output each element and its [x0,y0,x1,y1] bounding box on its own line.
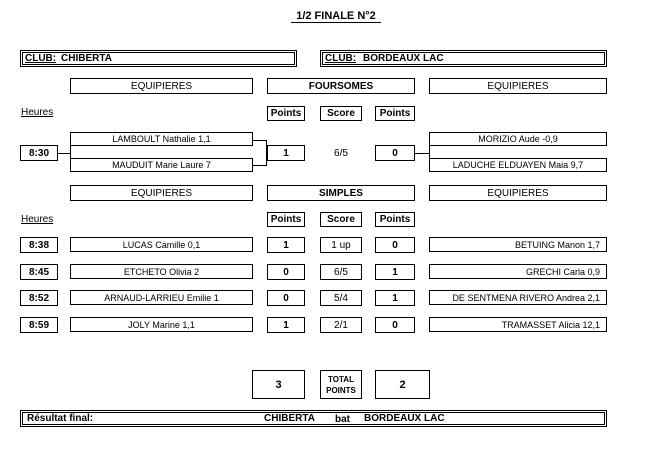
club-left-box: CLUB: CHIBERTA [20,50,297,67]
score-label-simples: Score [320,212,362,227]
simple-score: 5/4 [320,290,362,306]
simple-left-points: 0 [267,264,305,280]
simple-right-player: TRAMASSET Alicia 12,1 [429,317,607,332]
equipieres-left-header: EQUIPIERES [70,78,253,94]
total-label-line2: POINTS [326,385,356,395]
simple-left-player: ARNAUD-LARRIEU Emilie 1 [70,290,253,305]
total-points-label: TOTAL POINTS [320,370,362,399]
club-right-name: BORDEAUX LAC [363,53,444,64]
simples-header: SIMPLES [267,185,415,201]
simple-time: 8:45 [20,264,58,280]
total-left: 3 [252,370,305,399]
simple-right-player: GRECHI Carla 0,9 [429,264,607,279]
equipieres-right-header-simples: EQUIPIERES [429,185,607,201]
points-right-label: Points [375,106,415,121]
simple-right-points: 1 [375,264,415,280]
foursome-score: 6/5 [334,147,348,159]
simple-score: 1 up [320,237,362,253]
final-result-verb: bat [335,414,350,425]
simple-left-player: ETCHETO Olivia 2 [70,264,253,279]
points-left-label: Points [267,106,305,121]
simple-right-points: 0 [375,237,415,253]
simple-score: 2/1 [320,317,362,333]
simple-time: 8:59 [20,317,58,333]
simple-right-player: BETUING Manon 1,7 [429,237,607,252]
simple-left-player: JOLY Marine 1,1 [70,317,253,332]
heures-label: Heures [21,107,54,118]
score-label: Score [320,106,362,121]
final-result-loser: BORDEAUX LAC [364,413,445,424]
club-left-name: CHIBERTA [61,53,112,64]
foursome-right-player-1: MORIZIO Aude -0,9 [429,132,607,146]
foursome-left-player-1: LAMBOULT Nathalie 1,1 [70,132,253,146]
simple-score: 6/5 [320,264,362,280]
equipieres-left-header-simples: EQUIPIERES [70,185,253,201]
simple-right-points: 1 [375,290,415,306]
club-left-label: CLUB: [25,53,57,64]
final-result-box: Résultat final: CHIBERTA bat BORDEAUX LA… [20,410,607,427]
simple-left-points: 1 [267,237,305,253]
title-underline [291,22,381,23]
foursome-right-points: 0 [375,145,415,161]
total-label-line1: TOTAL [328,374,354,384]
foursome-right-player-2: LADUCHE ELDUAYEN Maia 9,7 [429,158,607,172]
simple-left-player: LUCAS Camille 0,1 [70,237,253,252]
foursome-left-points: 1 [267,145,305,161]
points-right-label-simples: Points [375,212,415,227]
points-left-label-simples: Points [267,212,305,227]
foursome-left-player-2: MAUDUIT Marie Laure 7 [70,158,253,172]
simple-left-points: 1 [267,317,305,333]
simple-time: 8:38 [20,237,58,253]
simple-right-player: DE SENTMENA RIVERO Andrea 2,1 [429,290,607,305]
final-result-winner: CHIBERTA [264,413,315,424]
foursomes-header: FOURSOMES [267,78,415,94]
club-right-label: CLUB: [325,53,357,64]
total-right: 2 [375,370,430,399]
heures-label-simples: Heures [21,214,54,225]
foursome-time: 8:30 [20,145,58,161]
simple-right-points: 0 [375,317,415,333]
page-title: 1/2 FINALE N°2 [296,10,376,22]
equipieres-right-header: EQUIPIERES [429,78,607,94]
club-right-box: CLUB: BORDEAUX LAC [320,50,607,67]
simple-left-points: 0 [267,290,305,306]
final-result-label: Résultat final: [27,413,94,424]
simple-time: 8:52 [20,290,58,306]
